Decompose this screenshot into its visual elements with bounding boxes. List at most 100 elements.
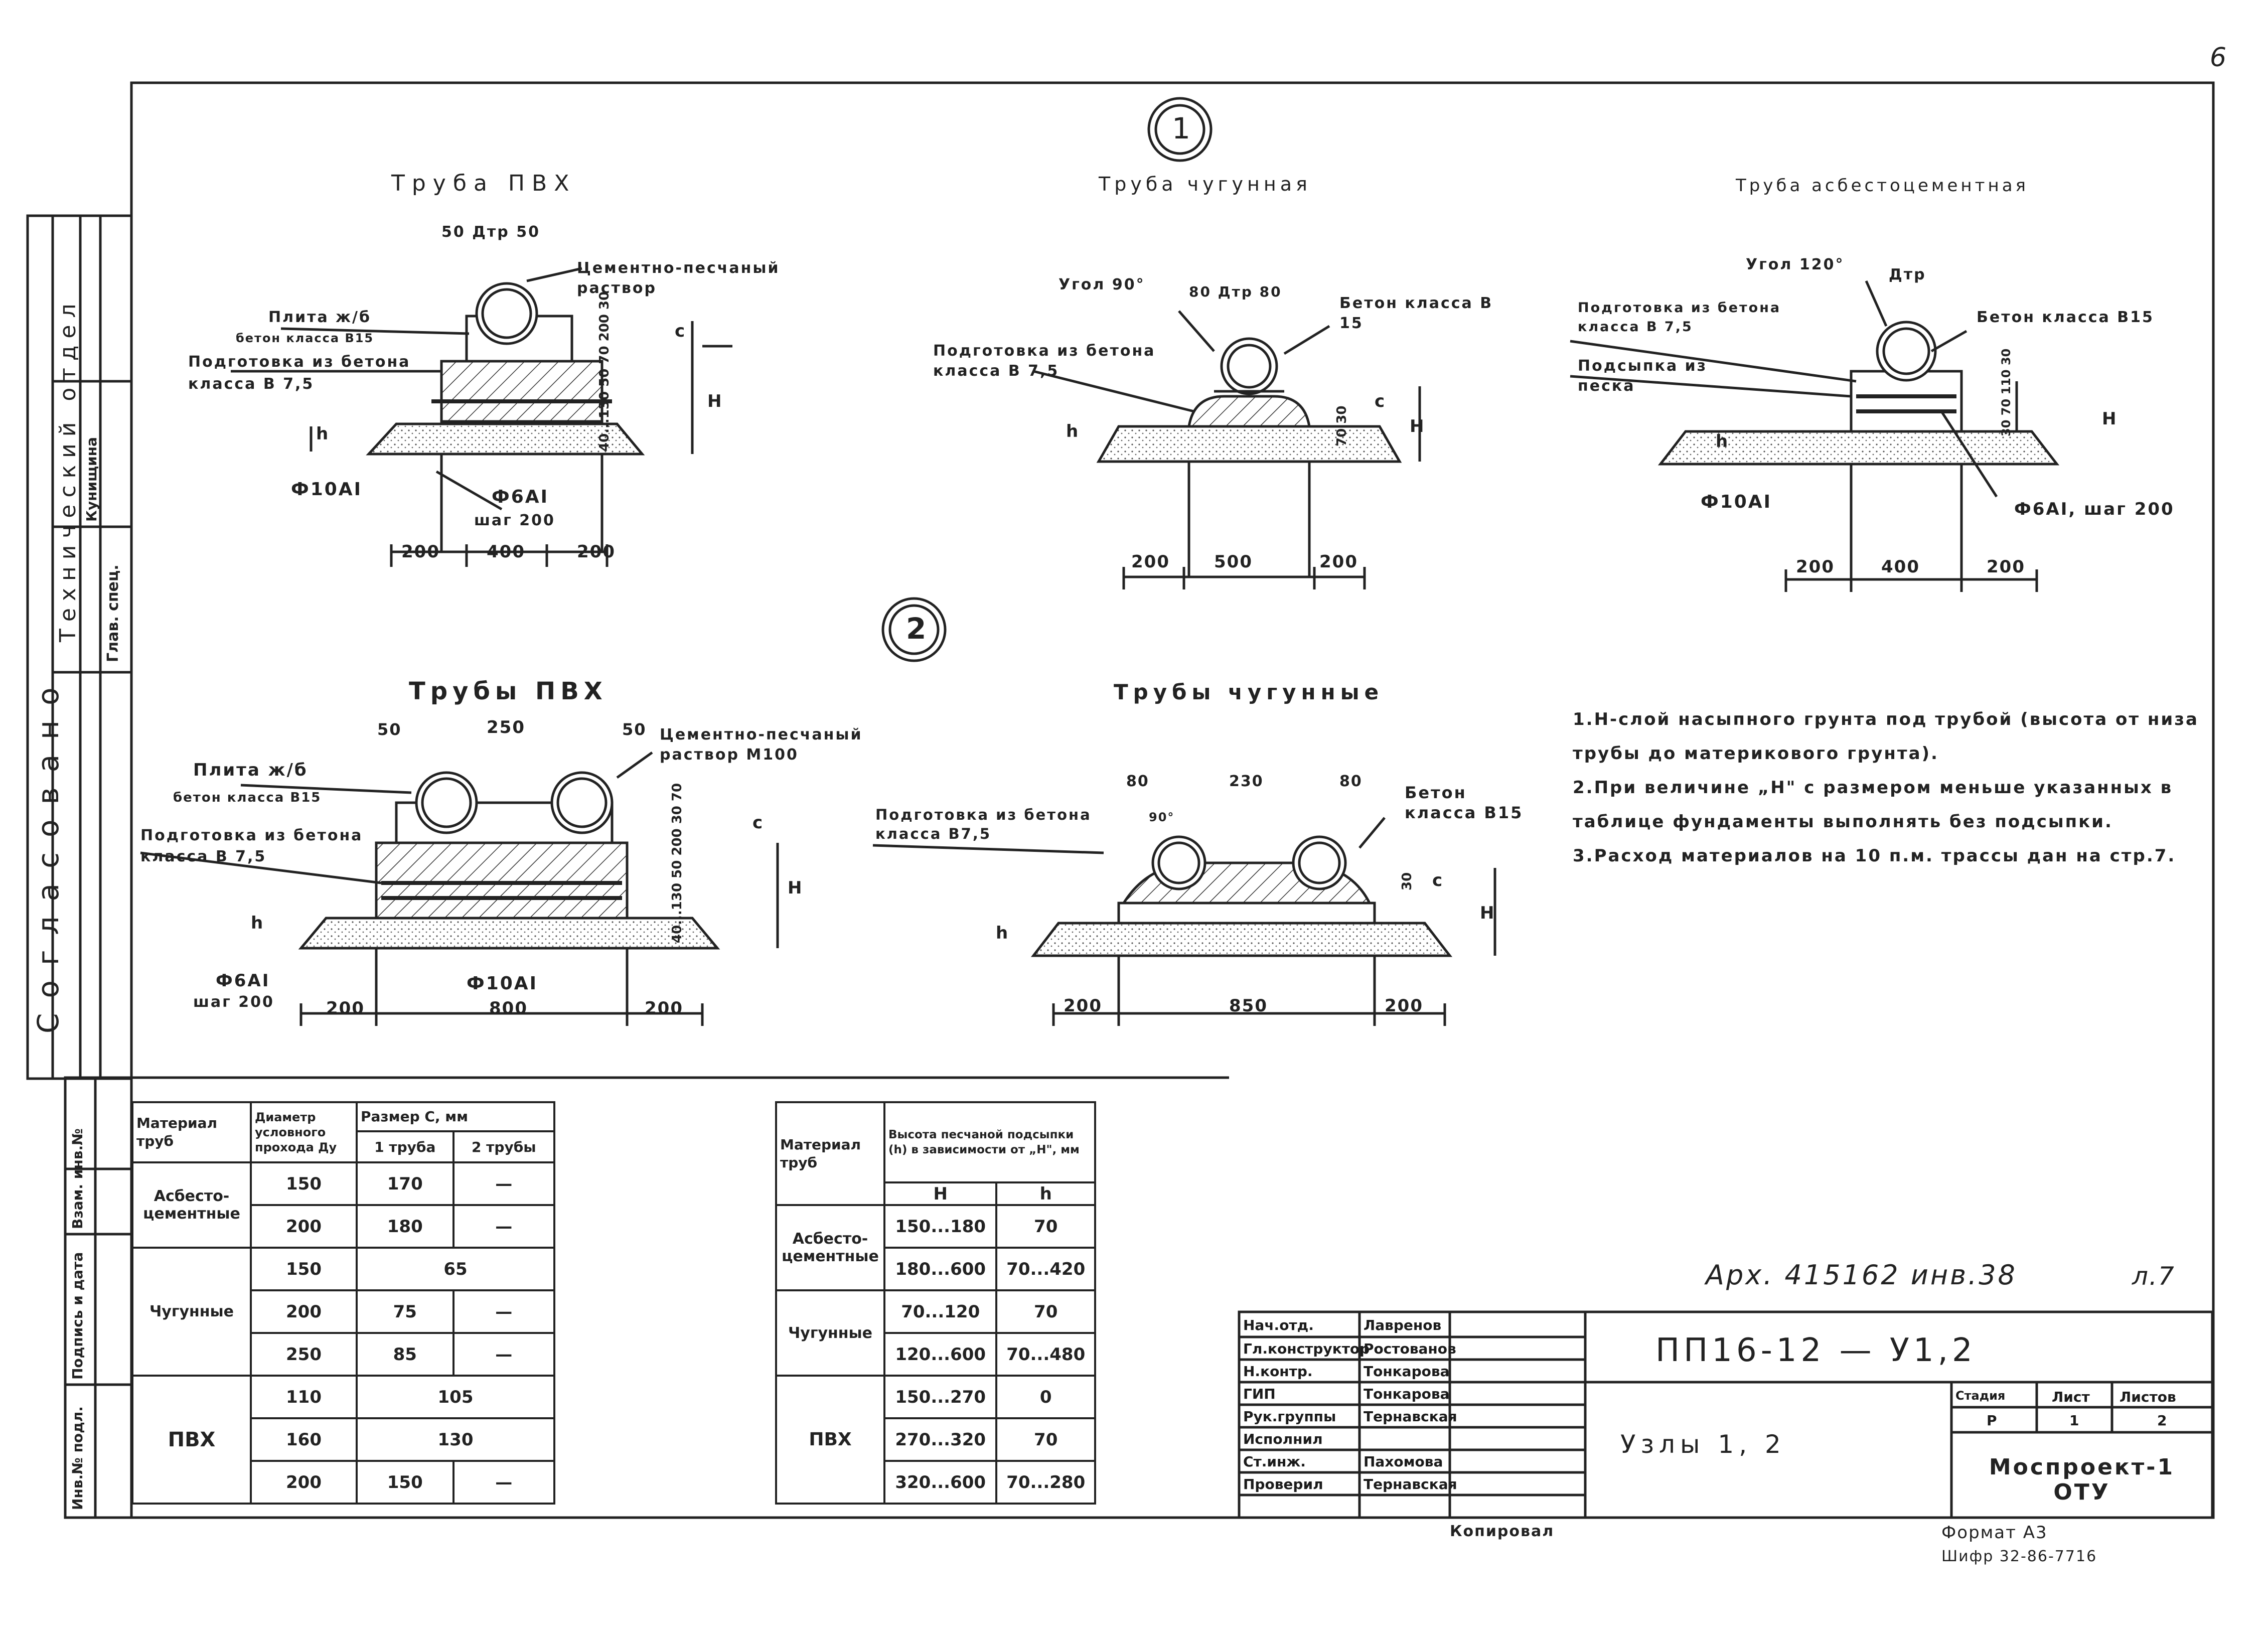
node1-ci-dim-3: 200 [1319, 552, 1358, 572]
cipher-label: Шифр 32-86-7716 [1941, 1548, 2097, 1565]
node1-asb-base: Подготовка из бетона класса В 7,5 [1578, 300, 1781, 335]
node2-pvc-c: c [752, 813, 764, 833]
table-h-header-h: h [995, 1181, 1096, 1206]
sheet-ref: л.7 [2132, 1262, 2175, 1291]
organization: Моспроект-1 ОТУ [1989, 1454, 2175, 1505]
node2-ci-dim-1: 80 [1126, 773, 1149, 790]
node1-pvc-vert-dims: 40...130 50 70 200 30 [597, 291, 612, 452]
table-c-cell: 250 [250, 1332, 358, 1377]
stamp-role: Н.контр. [1243, 1363, 1313, 1380]
node2-ci-c: c [1432, 870, 1444, 890]
notes-block: 1.H-слой насыпного грунта под трубой (вы… [1573, 702, 2240, 873]
node1-asb-dim-1: 200 [1796, 557, 1835, 577]
node1-ci-vert-dims: 70 30 [1334, 405, 1349, 446]
stamp-person: Тернавская [1364, 1408, 1457, 1425]
node2-ci-bdim-3: 200 [1385, 996, 1423, 1016]
node2-ci-dim-3: 80 [1339, 773, 1363, 790]
stamp-person: Ростованов [1364, 1340, 1456, 1357]
strip-chief: Глав. спец. [104, 564, 122, 662]
table-h-cell: 70 [995, 1204, 1096, 1249]
node1-pvc-mortar: Цементно-песчаный раствор [577, 259, 780, 297]
node1-pvc-dim-3: 200 [577, 542, 616, 562]
node1-pvc-dim-top: 50 Дтр 50 [441, 223, 540, 241]
table-size-c: Материал труб Диаметр условного прохода … [131, 1101, 556, 1505]
node1-asb-rebar-long: Ф10АI [1701, 492, 1772, 512]
node1-pvc-c: c [675, 321, 686, 341]
node2-pvc-bdim-1: 200 [326, 998, 365, 1018]
note-2: 2.При величине „H" с размером меньше ука… [1573, 778, 2173, 832]
node1-asb-sand: Подсыпка из песка [1578, 357, 1708, 395]
node1-ci-title: Труба чугунная [1099, 173, 1311, 195]
node2-ci-dim-2: 230 [1229, 773, 1264, 790]
table-sand-height: Материал труб Высота песчаной подсыпки (… [775, 1101, 1096, 1505]
table-c-cell: 200 [250, 1289, 358, 1334]
table-c-cell: 105 [356, 1375, 555, 1419]
node2-pvc-slab-concrete: бетон класса В15 [173, 790, 322, 805]
stamp-role: Нач.отд. [1243, 1317, 1314, 1333]
drawing-code: ПП16-12 — У1,2 [1655, 1332, 1977, 1369]
node2-ci-h: h [996, 923, 1009, 943]
node1-pvc-title: Труба ПВХ [391, 171, 576, 196]
drawing-name: Узлы 1, 2 [1620, 1430, 1786, 1459]
table-c-cell: 160 [250, 1417, 358, 1462]
node1-asb-vert-dims: 30 70 110 30 [1999, 348, 2013, 436]
format-label: Формат А3 [1941, 1523, 2048, 1543]
node1-ci-h: h [1066, 421, 1080, 441]
table-c-header-size: Размер С, мм [356, 1101, 555, 1132]
node1-ci-dim-1: 200 [1131, 552, 1170, 572]
stamp-header-stage: Стадия [1955, 1389, 2006, 1403]
table-h-cell: 120...600 [883, 1332, 998, 1377]
copied-label: Копировал [1450, 1523, 1555, 1540]
table-h-cell: 180...600 [883, 1247, 998, 1291]
table-c-cell: 130 [356, 1417, 555, 1462]
node-2-marker: 2 [906, 612, 928, 646]
node1-pvc-step: шаг 200 [474, 512, 555, 529]
node1-pvc-rebar-long: Ф10АI [291, 479, 363, 500]
strip-agreed: Согласовано [31, 672, 65, 1033]
table-h-cell: 70 [995, 1289, 1096, 1334]
table-c-cell: 110 [250, 1375, 358, 1419]
stamp-header-sheet: Лист [2052, 1389, 2090, 1405]
page-number: 6 [2210, 43, 2228, 73]
node2-ci-H: H [1480, 903, 1495, 923]
node1-asb-dim-2: 400 [1881, 557, 1920, 577]
table-h-material-pvc: ПВХ [775, 1375, 885, 1505]
table-c-cell: — [452, 1332, 556, 1377]
stamp-header-sheets: Листов [2120, 1389, 2176, 1405]
node2-ci-concrete: Бетон класса В15 [1405, 783, 1524, 822]
node2-ci-vert-dims: 30 [1400, 872, 1415, 890]
table-h-cell: 270...320 [883, 1417, 998, 1462]
node2-pvc-bdim-3: 200 [645, 998, 683, 1018]
table-h-header-material: Материал труб [775, 1101, 885, 1206]
node2-pvc-base: Подготовка из бетона класса В 7,5 [140, 827, 363, 865]
node2-pvc-slab: Плита ж/б [193, 760, 308, 780]
node1-ci-base: Подготовка из бетона класса В 7,5 [933, 342, 1156, 380]
node2-ci-base: Подготовка из бетона класса В7,5 [875, 806, 1092, 842]
node1-ci-concrete: Бетон класса В 15 [1339, 294, 1493, 332]
node2-ci-title: Трубы чугунные [1114, 680, 1384, 704]
table-c-material-cast-iron: Чугунные [131, 1247, 252, 1377]
node2-pvc-dim-3: 50 [622, 720, 647, 739]
node2-pvc-dim-1: 50 [377, 720, 402, 739]
table-c-cell: 65 [356, 1247, 555, 1291]
stamp-sheets: 2 [2157, 1412, 2167, 1429]
stamp-person: Тонкарова [1364, 1363, 1450, 1380]
node2-ci-bdim-1: 200 [1064, 996, 1102, 1016]
stamp-sheet: 1 [2069, 1412, 2079, 1429]
strip-inv-repl: Взам. инв.№ [69, 1128, 86, 1229]
node1-ci-H: H [1410, 416, 1425, 436]
stamp-person: Пахомова [1364, 1453, 1443, 1470]
node1-asb-dim-3: 200 [1987, 557, 2025, 577]
node2-ci-angle: 90° [1149, 810, 1175, 824]
node2-ci-bdim-2: 850 [1229, 996, 1268, 1016]
node1-asb-dim-top: Дтр [1889, 266, 1926, 283]
table-h-cell: 320...600 [883, 1460, 998, 1505]
stamp-role: Исполнил [1243, 1431, 1323, 1447]
table-h-cell: 70...420 [995, 1247, 1096, 1291]
node2-pvc-vert-dims: 40...130 50 200 30 70 [670, 783, 685, 943]
node1-ci-angle: Угол 90° [1059, 276, 1145, 293]
node2-pvc-title: Трубы ПВХ [409, 677, 608, 705]
node-1-marker: 1 [1172, 111, 1191, 145]
table-h-header-height: Высота песчаной подсыпки (h) в зависимос… [883, 1101, 1096, 1183]
